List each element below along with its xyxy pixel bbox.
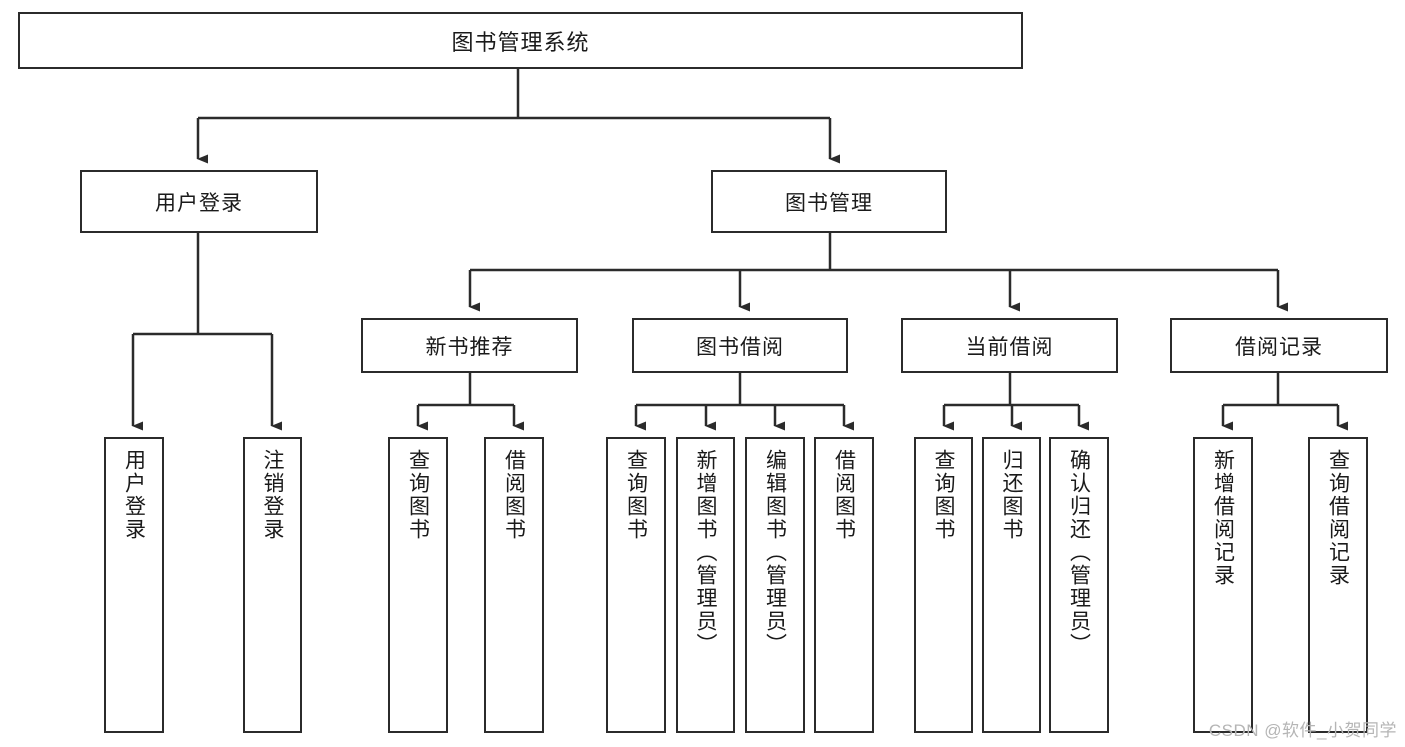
node-label-leaf-logout: 注销登录 (261, 449, 284, 541)
node-leaf-return-book[interactable]: 归还图书 (982, 437, 1041, 733)
node-label-leaf-add-borrow-record: 新增借阅记录 (1211, 449, 1235, 587)
node-label-leaf-borrow-book: 借阅图书 (832, 449, 856, 541)
node-label-book-borrow: 图书借阅 (696, 335, 784, 359)
node-leaf-query-book-rec[interactable]: 查询图书 (388, 437, 448, 733)
node-leaf-edit-book-admin[interactable]: 编辑图书（管理员） (745, 437, 805, 733)
node-root[interactable]: 图书管理系统 (18, 12, 1023, 69)
node-label-leaf-user-login: 用户登录 (122, 449, 146, 541)
node-leaf-add-borrow-record[interactable]: 新增借阅记录 (1193, 437, 1253, 733)
node-label-new-book-recommend: 新书推荐 (425, 335, 514, 359)
node-leaf-add-book-admin[interactable]: 新增图书（管理员） (676, 437, 735, 733)
node-leaf-query-book-borrow[interactable]: 查询图书 (606, 437, 666, 733)
node-label-leaf-confirm-return-admin: 确认归还（管理员） (1067, 449, 1091, 656)
node-label-leaf-query-book-rec: 查询图书 (406, 449, 430, 541)
node-label-leaf-return-book: 归还图书 (1000, 449, 1023, 541)
node-leaf-confirm-return-admin[interactable]: 确认归还（管理员） (1049, 437, 1109, 733)
node-book-borrow[interactable]: 图书借阅 (632, 318, 848, 373)
node-user-login[interactable]: 用户登录 (80, 170, 318, 233)
node-label-leaf-query-borrow-record: 查询借阅记录 (1326, 449, 1350, 587)
node-label-root: 图书管理系统 (451, 29, 590, 55)
node-borrow-record[interactable]: 借阅记录 (1170, 318, 1388, 373)
node-label-user-login: 用户登录 (155, 191, 243, 215)
node-label-book-manage: 图书管理 (785, 191, 873, 215)
node-leaf-query-book-current[interactable]: 查询图书 (914, 437, 973, 733)
node-leaf-logout[interactable]: 注销登录 (243, 437, 302, 733)
node-label-leaf-borrow-book-rec: 借阅图书 (502, 449, 526, 541)
node-label-borrow-record: 借阅记录 (1235, 335, 1323, 359)
node-new-book-recommend[interactable]: 新书推荐 (361, 318, 578, 373)
node-label-leaf-add-book-admin: 新增图书（管理员） (694, 449, 717, 656)
node-label-current-borrow: 当前借阅 (965, 335, 1054, 359)
node-current-borrow[interactable]: 当前借阅 (901, 318, 1118, 373)
node-leaf-user-login[interactable]: 用户登录 (104, 437, 164, 733)
node-label-leaf-query-book-current: 查询图书 (932, 449, 955, 541)
node-label-leaf-edit-book-admin: 编辑图书（管理员） (763, 449, 787, 656)
node-leaf-query-borrow-record[interactable]: 查询借阅记录 (1308, 437, 1368, 733)
node-leaf-borrow-book[interactable]: 借阅图书 (814, 437, 874, 733)
node-book-manage[interactable]: 图书管理 (711, 170, 947, 233)
node-label-leaf-query-book-borrow: 查询图书 (624, 449, 648, 541)
node-leaf-borrow-book-rec[interactable]: 借阅图书 (484, 437, 544, 733)
